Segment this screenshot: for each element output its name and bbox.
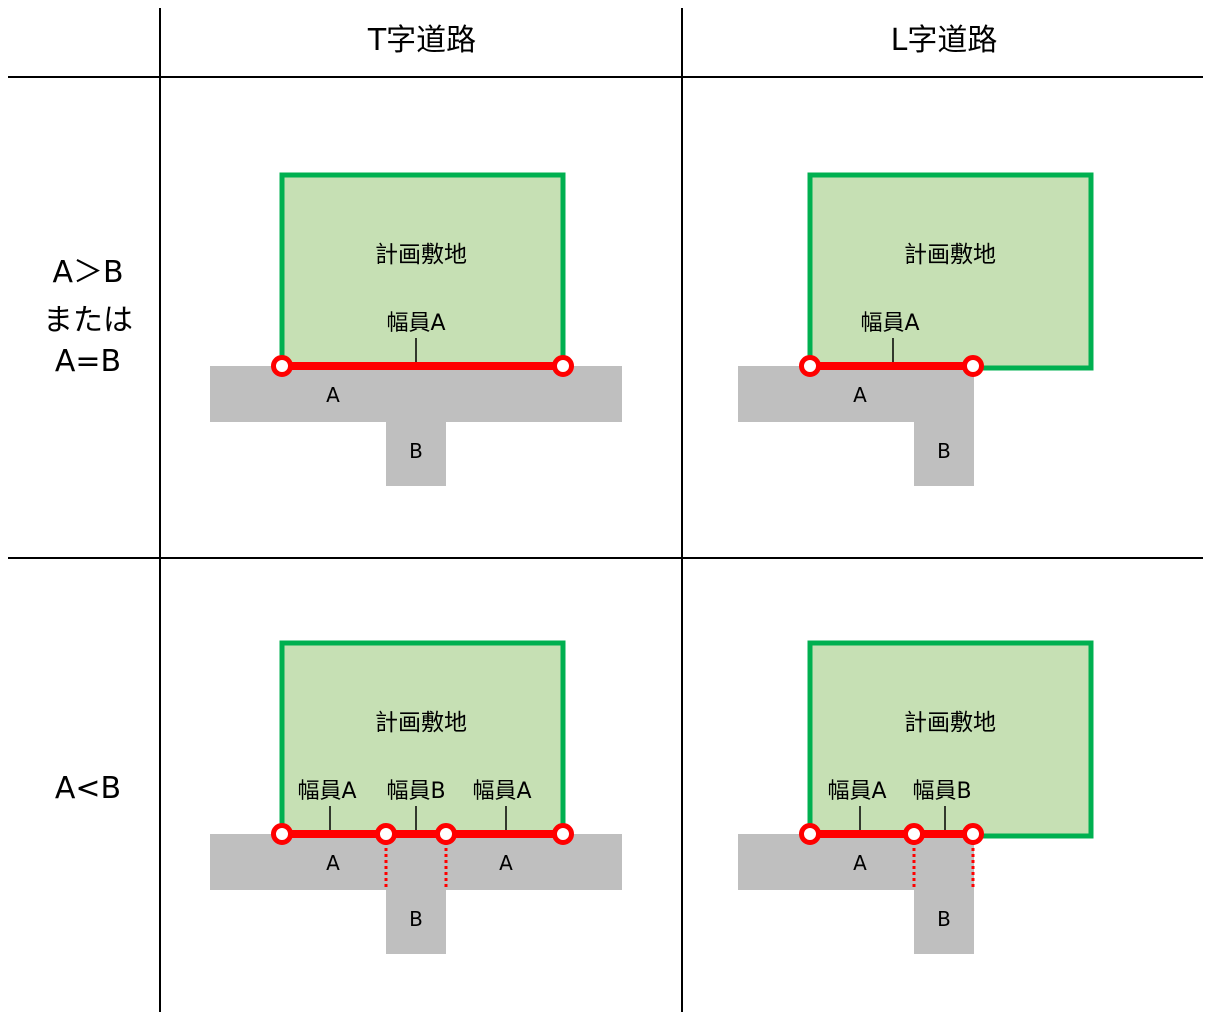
frontage-end-marker [799,355,821,377]
width-label-a-right: 幅員A [472,779,531,804]
row-label-1-line-1: A＞B [52,255,123,290]
width-label-b: 幅員B [386,779,445,804]
road-a [738,366,974,422]
road-label-a: A [853,851,867,875]
table-grid [8,8,1203,1012]
frontage-split-marker [375,823,397,845]
frontage-end-marker [962,823,984,845]
row-label-1-line-3: A=B [55,344,121,379]
road-b [386,420,446,486]
site-area [279,640,566,839]
width-label-a-left: 幅員A [297,779,356,804]
width-label-a: 幅員A [386,311,445,336]
cell-r2-l-road: 計画敷地 幅員A 幅員B A B [738,640,1094,954]
frontage-end-marker [962,355,984,377]
site-area [279,172,566,371]
road-label-a: A [326,383,340,407]
frontage-split-marker [903,823,925,845]
road-label-a: A [853,383,867,407]
cell-r2-t-road: 計画敷地 幅員A 幅員B 幅員A A A B [210,640,622,954]
width-label-a: 幅員A [860,311,919,336]
row-label-2: A<B [55,771,121,806]
cell-r1-l-road: 計画敷地 幅員A A B [738,172,1094,486]
site-area [807,172,1094,371]
frontage-split-marker [435,823,457,845]
road-label-a-left: A [326,851,340,875]
road-b [914,888,974,954]
row-label-1-line-2: または [43,303,133,338]
cell-r1-t-road: 計画敷地 幅員A A B [210,172,622,486]
road-label-b: B [409,907,423,931]
column-header-l-road: L字道路 [891,23,998,58]
frontage-end-marker [799,823,821,845]
site-label: 計画敷地 [904,710,996,736]
column-header-t-road: T字道路 [367,23,476,58]
road-label-a-right: A [499,851,513,875]
site-label: 計画敷地 [375,242,467,268]
road-b [386,888,446,954]
road-b [914,420,974,486]
road-label-b: B [937,439,951,463]
road-label-b: B [409,439,423,463]
site-area [807,640,1094,839]
frontage-end-marker [271,823,293,845]
site-label: 計画敷地 [904,242,996,268]
frontage-end-marker [271,355,293,377]
road-a [738,834,974,890]
road-label-b: B [937,907,951,931]
site-label: 計画敷地 [375,710,467,736]
frontage-end-marker [552,355,574,377]
width-label-a: 幅員A [827,779,886,804]
frontage-end-marker [552,823,574,845]
width-label-b: 幅員B [912,779,971,804]
